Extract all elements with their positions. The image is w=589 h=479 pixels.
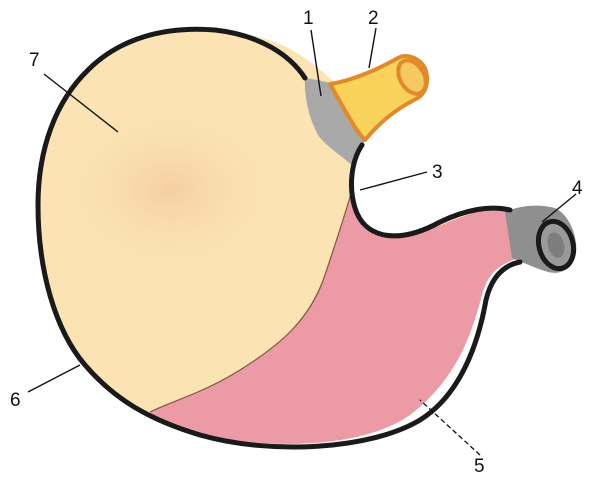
leader-line-2 (369, 28, 376, 68)
leader-line-3 (360, 172, 427, 190)
leader-line-5 (420, 400, 480, 455)
label-4: 4 (572, 178, 583, 199)
fundus-blush (50, 100, 290, 280)
leader-line-6 (28, 365, 80, 392)
label-3: 3 (432, 162, 443, 183)
label-6: 6 (10, 390, 21, 411)
label-5: 5 (474, 456, 485, 477)
label-2: 2 (368, 8, 379, 29)
label-7: 7 (29, 50, 40, 71)
label-1: 1 (303, 8, 314, 29)
